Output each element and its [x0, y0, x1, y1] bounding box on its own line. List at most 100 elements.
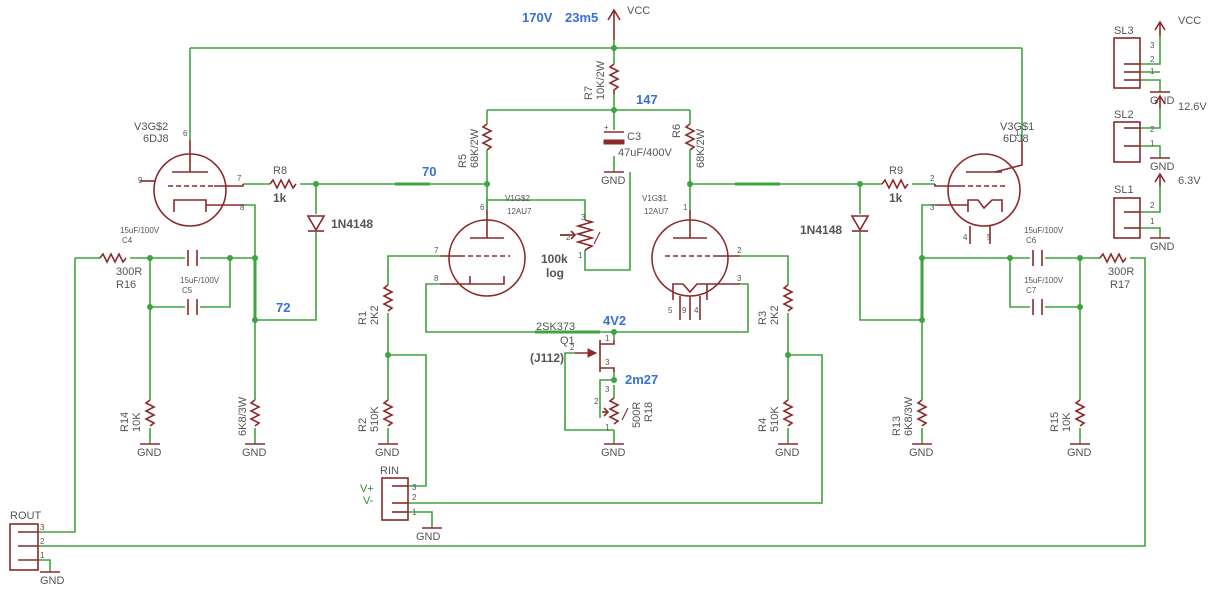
- vcc-symbol: VCC 170V 23m5: [522, 5, 650, 40]
- r5-value: 68K/2W: [469, 128, 481, 168]
- rin-vminus: V-: [363, 495, 374, 507]
- svg-text:7: 7: [434, 246, 439, 255]
- v3g2-name: V3G$2: [134, 121, 168, 133]
- gnd-rin: GND: [416, 531, 441, 543]
- svg-text:7: 7: [237, 174, 242, 183]
- svg-text:1: 1: [1150, 139, 1155, 148]
- svg-text:2: 2: [570, 343, 575, 352]
- diode-left-label: 1N4148: [331, 217, 373, 231]
- svg-text:2: 2: [1150, 55, 1155, 64]
- c3-value: 47uF/400V: [618, 147, 672, 159]
- r3-name: R3: [757, 311, 769, 325]
- sl3-supply: VCC: [1178, 15, 1201, 27]
- capacitor-c5: 15uF/100V C5: [180, 276, 220, 315]
- r14-name: R14: [119, 412, 131, 432]
- gnd-r14: GND: [137, 447, 162, 459]
- svg-text:3: 3: [581, 213, 586, 222]
- r17-value: 300R: [1108, 266, 1134, 278]
- resistor-r6: R6 68K/2W: [671, 123, 707, 168]
- svg-text:3: 3: [930, 203, 935, 212]
- svg-text:9: 9: [138, 176, 143, 185]
- rin-name: RIN: [380, 465, 399, 477]
- svg-text:2: 2: [1150, 125, 1155, 134]
- c6-name: C6: [1026, 236, 1037, 245]
- v1g1-type: 12AU7: [644, 207, 669, 216]
- sl1-supply: 6.3V: [1178, 175, 1201, 187]
- r1-value: 2K2: [369, 305, 381, 325]
- gnd-c3: GND: [601, 175, 626, 187]
- svg-text:2: 2: [737, 246, 742, 255]
- svg-text:8: 8: [240, 203, 245, 212]
- c6-value: 15uF/100V: [1024, 226, 1064, 235]
- resistor-r7: R7 10K/2W: [583, 60, 620, 100]
- resistor-r14: R14 10K GND: [119, 399, 162, 459]
- r1-name: R1: [357, 311, 369, 325]
- gnd-r4: GND: [775, 447, 800, 459]
- svg-text:3: 3: [40, 523, 45, 532]
- resistor-r18: 3 2 1 500R R18 GND: [594, 385, 655, 459]
- resistor-r16: 300R R16: [99, 252, 142, 291]
- svg-text:2: 2: [566, 233, 571, 242]
- r8-name: R8: [273, 165, 287, 177]
- svg-text:1: 1: [1150, 67, 1155, 76]
- r15-value: 10K: [1061, 412, 1073, 432]
- r13-value: 6K8/3W: [903, 396, 915, 436]
- svg-text:1: 1: [605, 423, 610, 432]
- r7-value: 10K/2W: [595, 60, 607, 100]
- node-labels: 147 70 7 2 4V2 2m27: [276, 92, 658, 387]
- gnd-rout: GND: [40, 575, 65, 587]
- svg-text:1: 1: [40, 551, 45, 560]
- svg-text:3: 3: [412, 483, 417, 492]
- svg-text:1: 1: [1015, 129, 1020, 138]
- v1g1-name: V1G$1: [642, 194, 667, 203]
- node-4v2-label: 4V2: [603, 313, 626, 328]
- svg-text:1: 1: [1150, 217, 1155, 226]
- node-147-label: 147: [636, 92, 658, 107]
- r6-name: R6: [671, 124, 683, 138]
- v1g2-type: 12AU7: [507, 207, 532, 216]
- resistor-r9: R9 1k: [881, 165, 909, 205]
- connector-sl3: SL3 3 2 1 VCC GND: [1113, 15, 1201, 107]
- node-2m27-label: 2m27: [625, 372, 658, 387]
- capacitor-c3: + C3 47uF/400V GND: [601, 123, 672, 187]
- resistor-left-cathode: 6K8/3W GND: [237, 396, 267, 459]
- c5-value: 15uF/100V: [180, 276, 220, 285]
- r6-value: 68K/2W: [695, 128, 707, 168]
- tube-v3g1: V3G$1 6DJ8 1 2 3 4 5: [930, 121, 1034, 244]
- c4-name: C4: [122, 236, 133, 245]
- svg-text:6: 6: [480, 203, 485, 212]
- supply-current-label: 23m5: [565, 10, 598, 25]
- sl2-supply: 12.6V: [1178, 101, 1207, 113]
- svg-text:8: 8: [434, 274, 439, 283]
- r17-name: R17: [1110, 279, 1130, 291]
- svg-text:1: 1: [412, 508, 417, 517]
- jfet-alt: (J112): [530, 351, 564, 365]
- tube-v3g2: V3G$2 6DJ8 6 7 8 9: [134, 121, 245, 227]
- wires: [38, 36, 1161, 572]
- svg-text:4: 4: [694, 306, 699, 315]
- r9-name: R9: [889, 165, 903, 177]
- diode-left: 1N4148: [306, 215, 373, 232]
- v3g2-type: 6DJ8: [143, 133, 169, 145]
- connector-sl2: SL2 2 1 12.6V GND: [1113, 94, 1207, 173]
- svg-text:3: 3: [605, 358, 610, 367]
- gnd-r13: GND: [909, 447, 934, 459]
- r4-name: R4: [757, 418, 769, 432]
- r18-name: R18: [643, 402, 655, 422]
- r9-value: 1k: [889, 191, 903, 205]
- c3-name: C3: [627, 131, 641, 143]
- pot-value: 100k: [541, 252, 568, 266]
- resistor-r17: 300R R17: [1099, 252, 1134, 291]
- resistor-r3: R3 2K2: [757, 284, 794, 325]
- r15-name: R15: [1049, 412, 1061, 432]
- svg-text:+: +: [604, 123, 609, 132]
- rin-vplus: V+: [360, 483, 374, 495]
- resistor-r15: R15 10K GND: [1049, 399, 1092, 459]
- resistor-r5: R5 68K/2W: [457, 123, 493, 168]
- gnd-sl2: GND: [1150, 161, 1175, 173]
- node-70-label: 70: [422, 164, 436, 179]
- c5-name: C5: [182, 286, 193, 295]
- svg-text:6: 6: [183, 129, 188, 138]
- svg-text:3: 3: [1150, 41, 1155, 50]
- c7-name: C7: [1026, 286, 1037, 295]
